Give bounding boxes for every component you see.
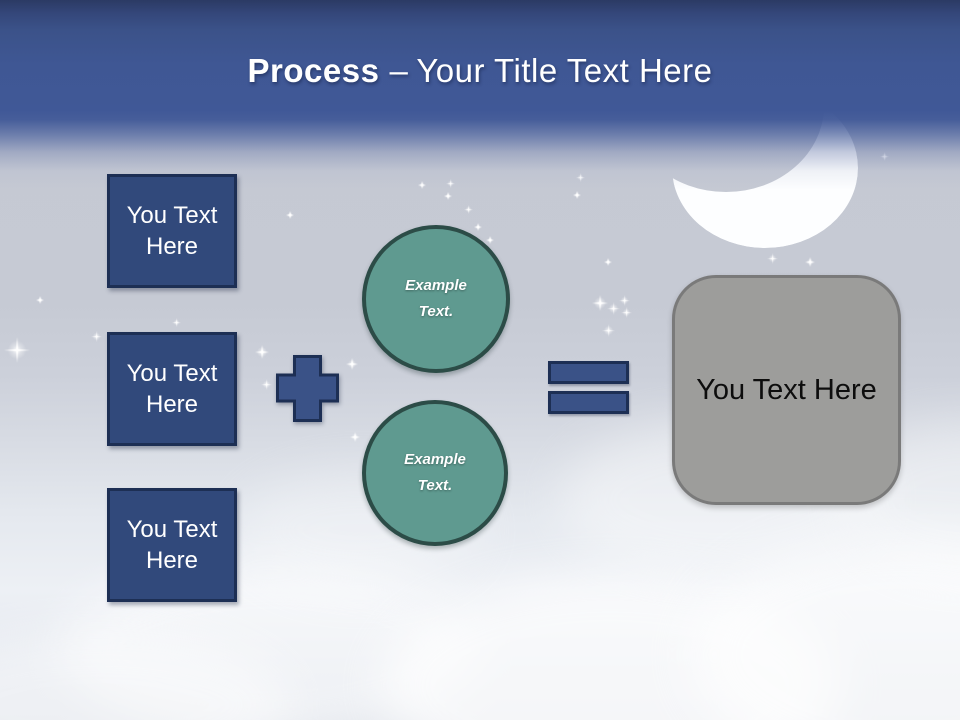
example-circle-1: Example Text. (362, 225, 510, 373)
result-box: You Text Here (672, 275, 901, 505)
input-box-1-label: You Text Here (126, 201, 218, 260)
star-sparkle-icon (806, 258, 814, 266)
example-circle-2-label: Example Text. (404, 450, 466, 494)
result-box-label: You Text Here (696, 373, 877, 406)
example-circle-1-label: Example Text. (405, 276, 467, 320)
input-box-3: You Text Here (107, 488, 237, 602)
star-sparkle-icon (622, 308, 631, 317)
star-sparkle-icon (465, 206, 472, 213)
page-title: Process–Your Title Text Here (0, 52, 960, 90)
star-sparkle-icon (37, 297, 43, 303)
star-sparkle-icon (6, 339, 28, 361)
input-box-3-label: You Text Here (126, 515, 218, 574)
star-sparkle-icon (475, 224, 481, 230)
title-separator: – (389, 52, 409, 89)
star-sparkle-icon (256, 346, 268, 358)
star-sparkle-icon (608, 303, 619, 314)
star-sparkle-icon (347, 359, 357, 369)
input-box-2: You Text Here (107, 332, 237, 446)
star-sparkle-icon (262, 380, 271, 389)
header-band (0, 0, 960, 190)
title-keyword: Process (247, 52, 380, 89)
input-box-2-label: You Text Here (126, 359, 218, 418)
equals-operator-icon (548, 391, 629, 414)
star-sparkle-icon (173, 319, 180, 326)
example-circle-2: Example Text. (362, 400, 508, 546)
equals-operator-icon (548, 361, 629, 384)
title-text: Your Title Text Here (416, 52, 713, 89)
star-sparkle-icon (605, 259, 611, 265)
plus-operator-icon (276, 355, 339, 422)
star-sparkle-icon (768, 254, 777, 263)
star-sparkle-icon (92, 332, 101, 341)
star-sparkle-icon (593, 296, 607, 310)
star-sparkle-icon (351, 433, 359, 441)
star-sparkle-icon (287, 212, 293, 218)
star-sparkle-icon (574, 192, 580, 198)
star-sparkle-icon (620, 296, 629, 305)
input-box-1: You Text Here (107, 174, 237, 288)
star-sparkle-icon (603, 325, 614, 336)
star-sparkle-icon (445, 193, 451, 199)
star-sparkle-icon (487, 237, 493, 243)
